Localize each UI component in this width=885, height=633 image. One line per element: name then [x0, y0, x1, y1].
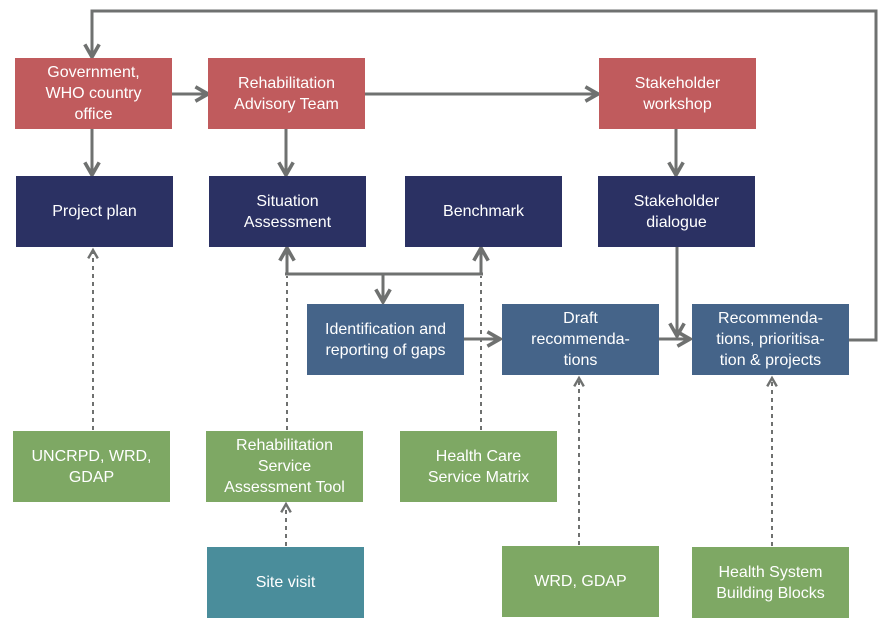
node-site-visit: Site visit [207, 547, 364, 618]
edge-recommendations-to-government [83, 9, 878, 342]
node-draft-recommendations: Draft recommenda- tions [502, 304, 659, 375]
node-stakeholder-dialogue: Stakeholder dialogue [598, 176, 755, 247]
node-identification: Identification and reporting of gaps [307, 304, 464, 375]
node-uncrpd: UNCRPD, WRD, GDAP [13, 431, 170, 502]
node-government: Government, WHO country office [15, 58, 172, 129]
node-wrd-gdap: WRD, GDAP [502, 546, 659, 617]
node-stakeholder-workshop: Stakeholder workshop [599, 58, 756, 129]
node-health-care-matrix: Health Care Service Matrix [400, 431, 557, 502]
node-benchmark: Benchmark [405, 176, 562, 247]
node-advisory-team: Rehabilitation Advisory Team [208, 58, 365, 129]
node-recommendations: Recommenda- tions, prioritisa- tion & pr… [692, 304, 849, 375]
node-project-plan: Project plan [16, 176, 173, 247]
node-situation-assessment: Situation Assessment [209, 176, 366, 247]
node-rsat: Rehabilitation Service Assessment Tool [206, 431, 363, 502]
node-building-blocks: Health System Building Blocks [692, 547, 849, 618]
